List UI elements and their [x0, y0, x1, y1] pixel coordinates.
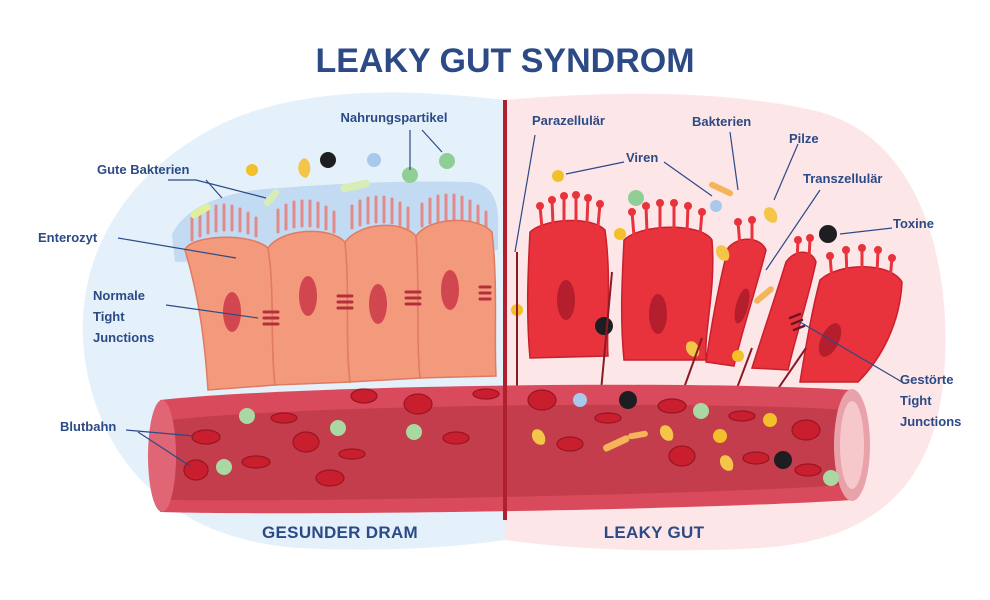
blood-vessel [148, 384, 870, 514]
leaky-cells [526, 219, 903, 383]
disrupted-tight-junctions [788, 312, 806, 332]
blood-particles [216, 391, 839, 486]
healthy-surface-particles [190, 152, 455, 219]
section-label-leaky: LEAKY GUT [604, 523, 705, 542]
leader-lines [117, 129, 903, 467]
section-label-healthy: GESUNDER DRAM [262, 523, 418, 542]
healthy-microvilli [190, 193, 488, 242]
label-toxine: Toxine [893, 216, 934, 231]
healthy-nuclei [223, 270, 459, 332]
label-gute-bakterien: Gute Bakterien [97, 162, 190, 177]
label-gestoerte-tj-line3: Junctions [900, 414, 961, 429]
label-enterozyt: Enterozyt [38, 230, 98, 245]
normal-tight-junctions [262, 285, 492, 326]
label-normale-tj-line1: Normale [93, 288, 145, 303]
label-gestoerte-tj-line1: Gestörte [900, 372, 953, 387]
leaky-villi-stalks [538, 193, 894, 282]
label-normale-tj-line3: Junctions [93, 330, 154, 345]
red-blood-cells [183, 388, 822, 487]
label-parazellulaer: Parazellulär [532, 113, 605, 128]
label-transzellulaer: Transzellulär [803, 171, 882, 186]
label-normale-tj-line2: Tight [93, 309, 125, 324]
label-bakterien: Bakterien [692, 114, 751, 129]
label-pilze: Pilze [789, 131, 819, 146]
label-viren: Viren [626, 150, 658, 165]
page-title: LEAKY GUT SYNDROM [315, 42, 694, 80]
label-blutbahn: Blutbahn [60, 419, 116, 434]
label-gestoerte-tj-line2: Tight [900, 393, 932, 408]
label-nahrungspartikel: Nahrungspartikel [341, 110, 448, 125]
